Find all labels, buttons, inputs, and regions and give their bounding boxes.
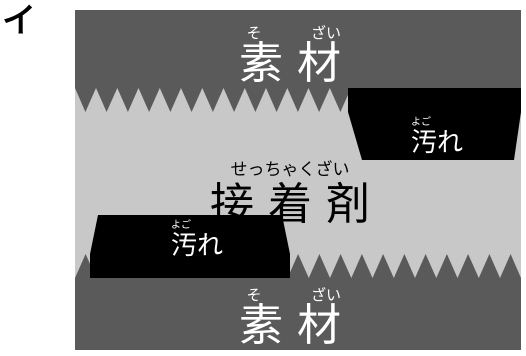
figure-label: イ xyxy=(2,1,36,41)
top-material-ruby-zai: ざい xyxy=(311,24,341,42)
dirt-left-ruby: よご xyxy=(171,218,191,231)
dirt-left-label: 汚れ xyxy=(171,231,223,261)
bottom-material-label: 素 材 xyxy=(239,300,341,351)
dirt-left xyxy=(90,215,290,278)
adhesive-label: 接 着 剤 xyxy=(210,179,370,230)
dirt-right-label: 汚れ xyxy=(411,128,463,158)
bottom-material-ruby-so: そ xyxy=(246,286,261,304)
bottom-material-ruby-zai: ざい xyxy=(311,286,341,304)
top-material-block xyxy=(75,10,521,112)
dirt-right-ruby: よご xyxy=(411,115,431,128)
adhesive-ruby: せっちゃくざい xyxy=(231,159,350,180)
top-material-label: 素 材 xyxy=(239,38,341,89)
top-material-ruby-so: そ xyxy=(246,24,261,42)
dirt-right xyxy=(348,88,521,160)
